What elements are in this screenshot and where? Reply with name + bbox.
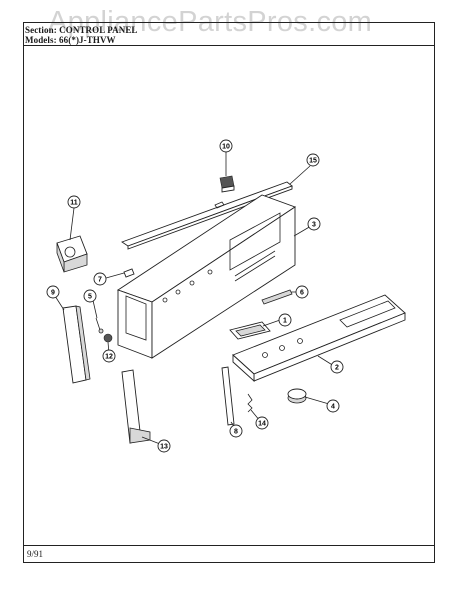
callout-5: 5 <box>83 289 97 303</box>
part-6-rod <box>261 289 293 305</box>
callout-8: 8 <box>229 424 243 438</box>
part-11-timer-module <box>56 235 88 273</box>
part-12-grommet <box>103 333 113 343</box>
svg-text:6: 6 <box>300 290 304 297</box>
svg-text:13: 13 <box>160 444 168 451</box>
part-3-control-housing <box>116 194 296 359</box>
svg-text:7: 7 <box>98 277 102 284</box>
callout-4: 4 <box>326 399 340 413</box>
callout-15: 15 <box>306 153 320 167</box>
part-10-switch <box>219 175 235 193</box>
callout-7: 7 <box>93 272 107 286</box>
svg-text:1: 1 <box>283 318 287 325</box>
callout-3: 3 <box>307 217 321 231</box>
callout-13: 13 <box>157 439 171 453</box>
part-13-bracket <box>121 369 151 444</box>
svg-text:3: 3 <box>312 222 316 229</box>
callout-9: 9 <box>46 285 60 299</box>
svg-text:10: 10 <box>222 144 230 151</box>
svg-text:14: 14 <box>258 421 266 428</box>
part-2-front-panel <box>232 294 406 383</box>
svg-text:8: 8 <box>234 429 238 436</box>
callout-11: 11 <box>67 195 81 209</box>
part-4-knob <box>287 388 307 404</box>
part-8-right-end-cap <box>221 366 235 426</box>
callout-12: 12 <box>102 349 116 363</box>
callout-2: 2 <box>330 360 344 374</box>
part-5-screw <box>95 317 104 334</box>
part-9-left-end-cap <box>62 305 91 384</box>
header-divider <box>23 45 435 46</box>
callout-1: 1 <box>278 313 292 327</box>
svg-text:9: 9 <box>51 290 55 297</box>
svg-text:11: 11 <box>70 200 78 207</box>
callout-14: 14 <box>255 416 269 430</box>
part-14-spring <box>247 393 253 413</box>
svg-text:4: 4 <box>331 404 335 411</box>
callout-10: 10 <box>219 139 233 153</box>
svg-text:15: 15 <box>309 158 317 165</box>
callout-6: 6 <box>295 285 309 299</box>
svg-text:2: 2 <box>335 365 339 372</box>
svg-text:12: 12 <box>105 354 113 361</box>
parts-diagram-sheet <box>23 22 435 563</box>
part-7-clip <box>123 268 135 278</box>
models-line: Models: 66(*)J-THVW <box>25 35 116 45</box>
footer-date: 9/91 <box>27 549 44 559</box>
section-title: Section: CONTROL PANEL <box>25 25 138 35</box>
svg-text:5: 5 <box>88 294 92 301</box>
footer-divider <box>23 545 435 546</box>
part-1-bezel <box>229 321 271 340</box>
